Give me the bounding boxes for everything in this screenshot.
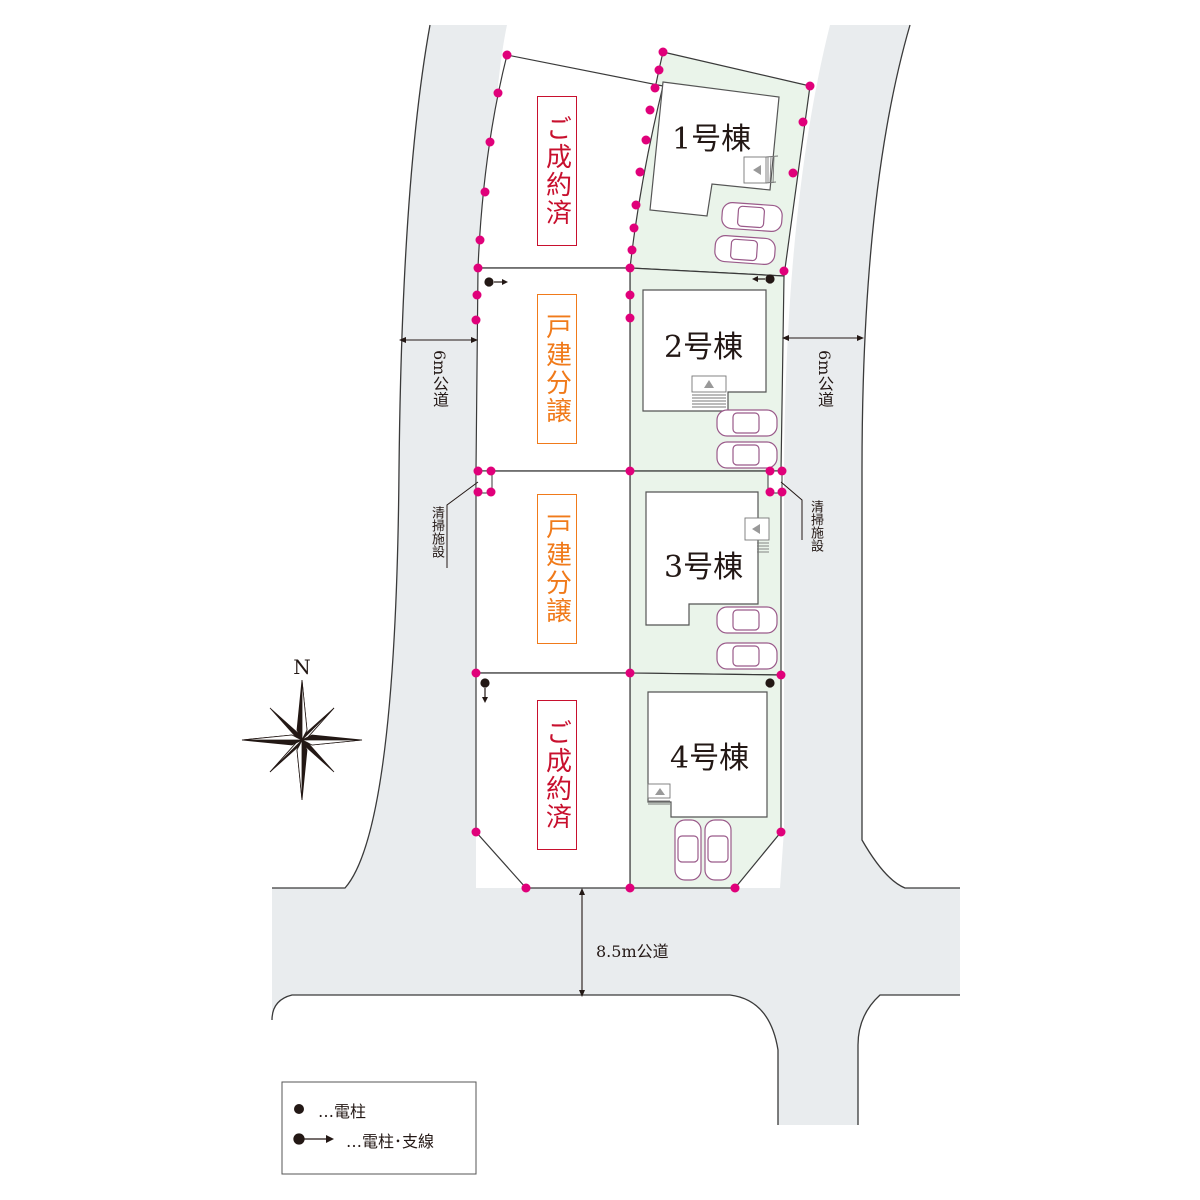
car bbox=[704, 819, 732, 881]
car bbox=[674, 819, 702, 881]
boundary-point bbox=[625, 883, 635, 893]
boundary-point bbox=[486, 487, 496, 497]
cleaning-facility-boxes bbox=[475, 470, 783, 494]
compass-north-label: N bbox=[293, 655, 311, 679]
boundary-point bbox=[641, 135, 651, 145]
entrance-1 bbox=[743, 155, 779, 184]
road-edges bbox=[271, 24, 960, 1125]
boundary-point bbox=[730, 883, 740, 893]
plot-status-box: ご成約済 bbox=[537, 96, 577, 246]
boundary-point bbox=[625, 466, 635, 476]
boundary-point bbox=[485, 137, 495, 147]
plot-status-box: 戸建分譲 bbox=[537, 294, 577, 444]
lot-1-label: 1号棟 bbox=[672, 122, 752, 157]
legend-pole-stay-icon bbox=[293, 1133, 334, 1145]
entrance-2 bbox=[691, 375, 727, 408]
boundary-point bbox=[475, 235, 485, 245]
plot-status-text: 戸建分譲 bbox=[541, 513, 572, 625]
boundary-point bbox=[650, 83, 660, 93]
boundary-point bbox=[472, 290, 482, 300]
road-width-dimensions bbox=[399, 335, 864, 997]
boundary-point bbox=[629, 223, 639, 233]
boundary-point bbox=[779, 266, 789, 276]
roads bbox=[272, 25, 960, 1125]
plot-status-box: ご成約済 bbox=[537, 700, 577, 850]
boundary-point bbox=[788, 168, 798, 178]
west-road bbox=[345, 25, 507, 888]
legend-pole-stay-label: …電柱･支線 bbox=[346, 1132, 435, 1151]
boundary-point bbox=[776, 670, 786, 680]
boundary-point bbox=[805, 81, 815, 91]
boundary-point bbox=[473, 466, 483, 476]
boundary-point bbox=[471, 668, 481, 678]
cars bbox=[674, 202, 783, 881]
pole-with-stay bbox=[484, 277, 508, 287]
boundary-point bbox=[521, 883, 531, 893]
lot-2-label: 2号棟 bbox=[664, 330, 744, 365]
boundary-point bbox=[502, 50, 512, 60]
boundary-point bbox=[480, 187, 490, 197]
boundary-point bbox=[777, 466, 787, 476]
legend-pole-label: …電柱 bbox=[318, 1102, 367, 1121]
entrance-4 bbox=[647, 783, 671, 805]
car bbox=[716, 409, 778, 437]
boundary-point bbox=[765, 466, 775, 476]
car bbox=[716, 606, 778, 634]
entrances bbox=[647, 155, 779, 805]
legend bbox=[281, 1081, 477, 1175]
boundary-point bbox=[625, 290, 635, 300]
plot-status-text: ご成約済 bbox=[541, 719, 572, 831]
south-road-label: 8.5m公道 bbox=[596, 942, 669, 961]
boundary-point bbox=[765, 487, 775, 497]
south-road bbox=[272, 888, 960, 1125]
pole-with-stay bbox=[480, 678, 490, 703]
lot-3-label: 3号棟 bbox=[664, 550, 744, 585]
boundary-point bbox=[471, 827, 481, 837]
boundary-point bbox=[625, 263, 635, 273]
boundary-point bbox=[654, 65, 664, 75]
plot-status-text: ご成約済 bbox=[541, 115, 572, 227]
legend-pole-icon bbox=[294, 1104, 304, 1114]
compass-rose: N bbox=[241, 655, 363, 801]
plot-status-box: 戸建分譲 bbox=[537, 494, 577, 644]
cleaning-facility-label-west: 清掃施設 bbox=[429, 506, 444, 558]
boundary-point bbox=[473, 263, 483, 273]
boundary-points bbox=[471, 47, 815, 893]
boundary-point bbox=[631, 200, 641, 210]
west-road-label: 6m公道 bbox=[430, 350, 449, 408]
pole-with-stay bbox=[752, 274, 775, 284]
lot-4-label: 4号棟 bbox=[670, 741, 750, 776]
boundary-point bbox=[658, 47, 668, 57]
entrance-3 bbox=[744, 517, 770, 553]
boundary-point bbox=[486, 466, 496, 476]
boundary-point bbox=[645, 105, 655, 115]
boundary-point bbox=[493, 88, 503, 98]
boundary-point bbox=[625, 668, 635, 678]
boundary-point bbox=[776, 827, 786, 837]
boundary-point bbox=[635, 167, 645, 177]
car bbox=[716, 441, 778, 469]
boundary-point bbox=[798, 117, 808, 127]
plot-status-text: 戸建分譲 bbox=[541, 313, 572, 425]
boundary-point bbox=[627, 245, 637, 255]
car bbox=[716, 642, 778, 670]
house-4 bbox=[647, 691, 768, 818]
houses bbox=[642, 81, 780, 818]
east-road bbox=[780, 25, 910, 888]
house-2 bbox=[642, 289, 767, 412]
cleaning-facility-leaders bbox=[446, 481, 803, 568]
boundary-point bbox=[473, 487, 483, 497]
cleaning-facility-label-east: 清掃施設 bbox=[808, 500, 823, 552]
car bbox=[721, 202, 783, 232]
east-road-label: 6m公道 bbox=[815, 350, 834, 408]
boundary-point bbox=[777, 487, 787, 497]
car bbox=[714, 235, 776, 265]
boundary-point bbox=[625, 313, 635, 323]
house-3 bbox=[645, 491, 759, 626]
boundary-point bbox=[471, 315, 481, 325]
utility-poles bbox=[480, 274, 775, 703]
west-plots bbox=[475, 54, 664, 889]
pole bbox=[765, 678, 775, 688]
